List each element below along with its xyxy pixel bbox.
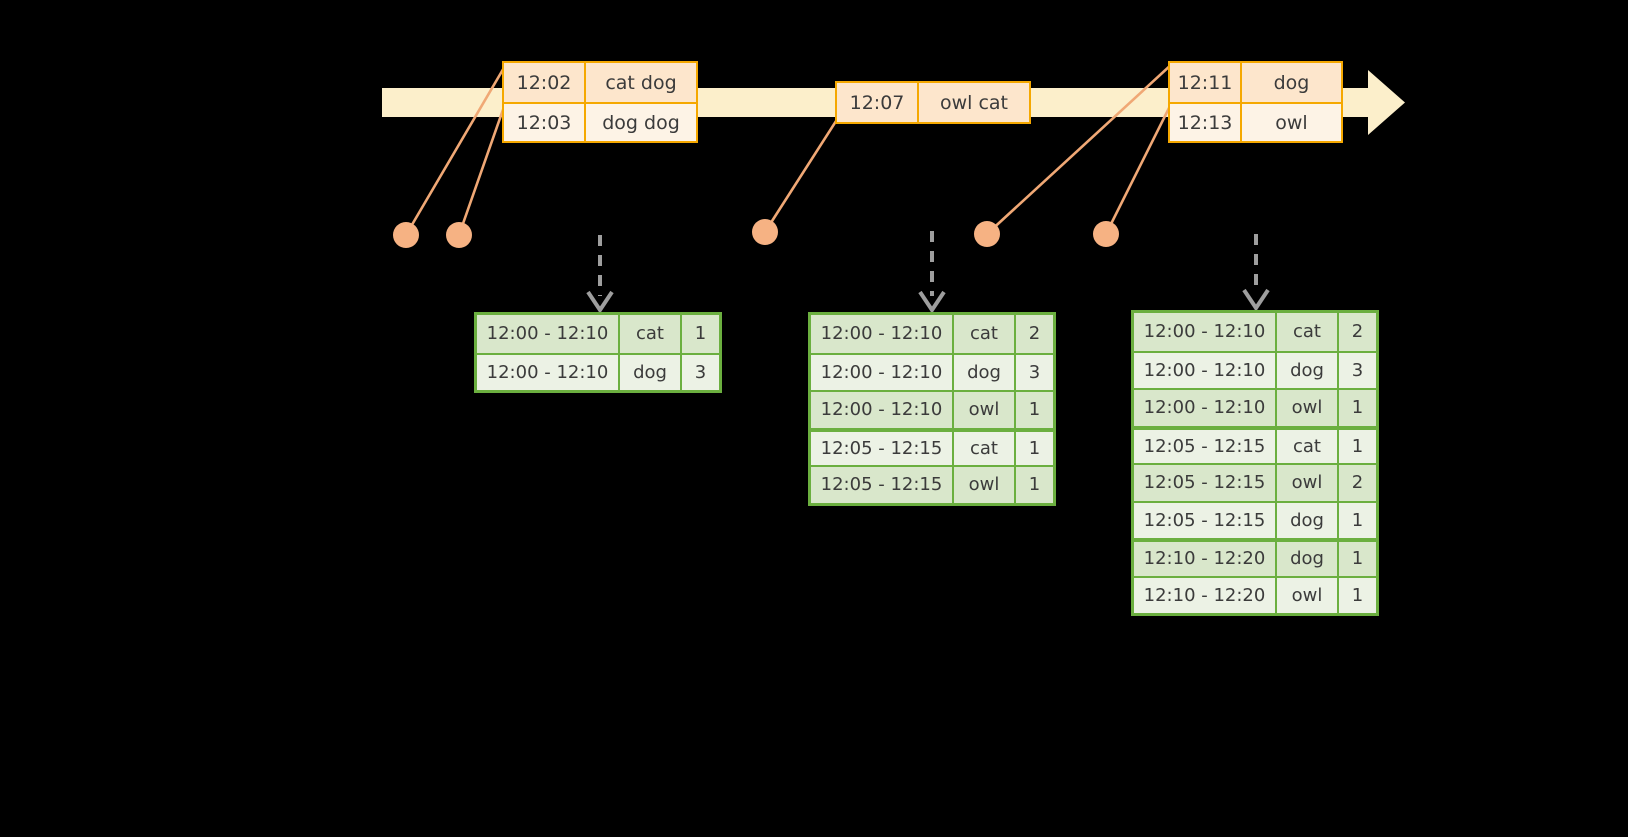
table-cell-window: 12:00 - 12:10	[811, 392, 954, 428]
table-cell-count: 3	[1351, 359, 1364, 381]
table-row[interactable]: 12:00 - 12:10 cat 2	[811, 315, 1053, 353]
table-row[interactable]: 12:00 - 12:10 dog 3	[477, 352, 719, 390]
table-cell-count: 1	[1351, 584, 1364, 606]
table-cell-window: 12:00 - 12:10	[1134, 390, 1277, 426]
table-cell-window: 12:05 - 12:15	[1134, 429, 1277, 463]
connector-line-1	[404, 64, 507, 237]
connector-line-5	[1104, 102, 1173, 236]
event-value: dog dog	[602, 111, 680, 134]
table-cell-window: 12:00 - 12:10	[1134, 313, 1277, 351]
table-row[interactable]: 12:00 - 12:10 dog 3	[811, 352, 1053, 390]
table-cell-window: 12:00 - 12:10	[811, 354, 954, 390]
event-time: 12:11	[1170, 63, 1242, 102]
table-cell-count: 1	[694, 323, 707, 345]
table-cell-window: 12:00 - 12:10	[811, 315, 954, 353]
table-cell-key: dog	[620, 354, 682, 390]
table-cell-key: cat	[1277, 313, 1339, 351]
table-cell-window: 12:05 - 12:15	[1134, 502, 1277, 538]
table-row[interactable]: 12:05 - 12:15 dog 1	[1134, 500, 1376, 538]
table-row[interactable]: 12:05 - 12:15 owl 2	[1134, 463, 1376, 501]
table-cell-count: 1	[1351, 509, 1364, 531]
table-cell-window: 12:05 - 12:15	[811, 431, 954, 465]
connector-dot-3	[752, 219, 778, 245]
table-row[interactable]: 12:00 - 12:10 dog 3	[1134, 350, 1376, 388]
dashed-arrow-head-1	[586, 290, 614, 314]
event-value: owl cat	[939, 91, 1009, 114]
table-row[interactable]: 12:00 - 12:10 cat 1	[477, 315, 719, 353]
table-row[interactable]: 12:10 - 12:20 dog 1	[1134, 538, 1376, 576]
dashed-arrow-head-3	[1242, 288, 1270, 312]
event-value: owl	[1275, 111, 1308, 134]
table-row[interactable]: 12:10 - 12:20 owl 1	[1134, 575, 1376, 613]
table-row[interactable]: 12:05 - 12:15 cat 1	[1134, 425, 1376, 463]
table-row[interactable]: 12:05 - 12:15 owl 1	[811, 465, 1053, 503]
table-cell-count: 2	[1351, 321, 1364, 343]
event-group-2[interactable]: 12:07 owl cat	[835, 81, 1031, 124]
aggregation-table-3[interactable]: 12:00 - 12:10 cat 2 12:00 - 12:10 dog 3 …	[1131, 310, 1379, 616]
table-cell-key: owl	[1277, 465, 1339, 501]
event-row[interactable]: 12:02 cat dog	[504, 63, 696, 102]
table-cell-key: owl	[1277, 390, 1339, 426]
table-cell-window: 12:10 - 12:20	[1134, 577, 1277, 613]
table-cell-window: 12:10 - 12:20	[1134, 542, 1277, 576]
table-row[interactable]: 12:00 - 12:10 owl 1	[811, 390, 1053, 428]
connector-dot-4	[974, 221, 1000, 247]
event-time: 12:13	[1170, 104, 1242, 141]
table-cell-count: 1	[1351, 435, 1364, 457]
table-cell-count: 1	[1028, 437, 1041, 459]
table-cell-window: 12:05 - 12:15	[811, 467, 954, 503]
table-cell-key: dog	[1277, 542, 1339, 576]
table-cell-window: 12:00 - 12:10	[477, 354, 620, 390]
dashed-arrows	[586, 231, 1270, 314]
table-cell-count: 2	[1351, 472, 1364, 494]
table-cell-count: 1	[1351, 397, 1364, 419]
connector-lines	[404, 62, 1174, 237]
connector-line-4	[985, 62, 1174, 236]
table-cell-key: owl	[1277, 577, 1339, 613]
table-cell-count: 1	[1028, 399, 1041, 421]
event-value: dog	[1273, 71, 1310, 94]
event-row[interactable]: 12:13 owl	[1170, 102, 1341, 141]
connector-line-2	[457, 102, 507, 237]
table-cell-window: 12:00 - 12:10	[1134, 352, 1277, 388]
event-group-3[interactable]: 12:11 dog 12:13 owl	[1168, 61, 1343, 143]
event-value: cat dog	[605, 71, 677, 94]
table-cell-key: cat	[954, 431, 1016, 465]
table-cell-window: 12:05 - 12:15	[1134, 465, 1277, 501]
event-row[interactable]: 12:07 owl cat	[837, 83, 1029, 122]
connector-dot-1	[393, 222, 419, 248]
table-cell-count: 1	[1351, 548, 1364, 570]
table-row[interactable]: 12:00 - 12:10 owl 1	[1134, 388, 1376, 426]
aggregation-table-2[interactable]: 12:00 - 12:10 cat 2 12:00 - 12:10 dog 3 …	[808, 312, 1056, 506]
table-cell-key: cat	[1277, 429, 1339, 463]
event-group-1[interactable]: 12:02 cat dog 12:03 dog dog	[502, 61, 698, 143]
table-cell-key: owl	[954, 392, 1016, 428]
event-time: 12:03	[504, 104, 586, 141]
dashed-arrow-head-2	[918, 290, 946, 314]
event-time: 12:02	[504, 63, 586, 102]
table-cell-key: owl	[954, 467, 1016, 503]
connector-dot-2	[446, 222, 472, 248]
table-cell-window: 12:00 - 12:10	[477, 315, 620, 353]
connector-dot-5	[1093, 221, 1119, 247]
table-cell-count: 1	[1028, 474, 1041, 496]
table-cell-count: 3	[694, 361, 707, 383]
table-row[interactable]: 12:05 - 12:15 cat 1	[811, 427, 1053, 465]
table-cell-count: 3	[1028, 361, 1041, 383]
table-cell-key: cat	[954, 315, 1016, 353]
connector-dots	[393, 219, 1119, 248]
event-row[interactable]: 12:11 dog	[1170, 63, 1341, 102]
table-cell-key: dog	[1277, 352, 1339, 388]
table-row[interactable]: 12:00 - 12:10 cat 2	[1134, 313, 1376, 351]
event-time: 12:07	[837, 83, 919, 122]
table-cell-key: dog	[1277, 502, 1339, 538]
event-row[interactable]: 12:03 dog dog	[504, 102, 696, 141]
table-cell-count: 2	[1028, 323, 1041, 345]
table-cell-key: dog	[954, 354, 1016, 390]
table-cell-key: cat	[620, 315, 682, 353]
connector-line-3	[763, 116, 840, 234]
aggregation-table-1[interactable]: 12:00 - 12:10 cat 1 12:00 - 12:10 dog 3	[474, 312, 722, 393]
